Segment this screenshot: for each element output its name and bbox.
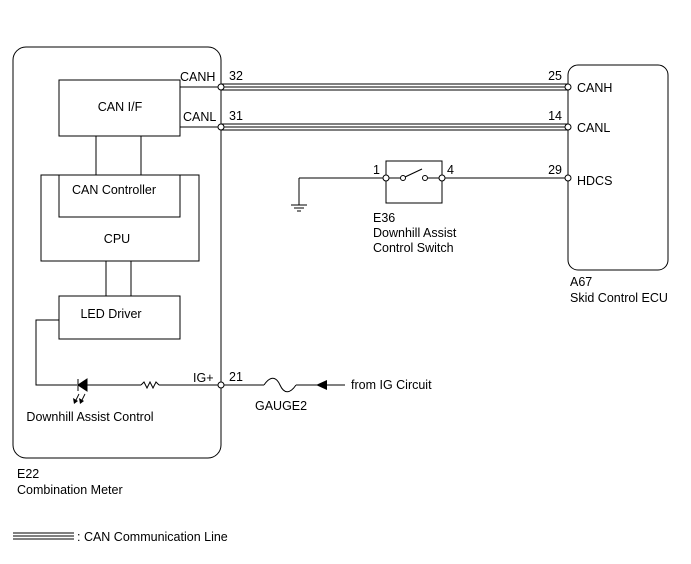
ecu-code: A67 [570,275,592,289]
can-controller-label: CAN Controller [72,183,156,197]
cpu-label: CPU [104,232,130,246]
meter-ig-pin: 21 [229,370,243,384]
ecu-name: Skid Control ECU [570,291,668,305]
can-if-block [58,79,181,137]
legend-label: : CAN Communication Line [77,530,228,544]
switch-name-line1: Downhill Assist [373,226,457,240]
meter-ig-name: IG+ [193,371,214,385]
ecu-canl-name: CANL [577,121,610,135]
meter-ig-terminal [217,381,225,389]
ecu-hdcs-terminal [564,174,572,182]
meter-canl-name: CANL [183,110,216,124]
meter-code: E22 [17,467,39,481]
can-l-line [221,123,568,131]
ecu-hdcs-pin: 29 [548,163,562,177]
can-controller-block [58,174,181,218]
switch-pin1-terminal [382,174,390,182]
can-h-line [221,83,568,91]
switch-pin-left: 1 [373,163,380,177]
ecu-canh-terminal [564,83,572,91]
switch-pin-right: 4 [447,163,454,177]
led-icon [73,378,141,404]
arrow-left-icon [316,380,327,390]
meter-canh-name: CANH [180,70,215,84]
ground-icon [291,204,307,212]
can-if-label: CAN I/F [98,100,143,114]
ecu-hdcs-name: HDCS [577,174,612,188]
led-driver-label: LED Driver [80,307,141,321]
led-driver-block [58,295,181,340]
led-driver-output-wire [35,319,77,386]
indicator-label: Downhill Assist Control [26,410,153,424]
ecu-canh-name: CANH [577,81,612,95]
ecu-canl-terminal [564,123,572,131]
fuse-label: GAUGE2 [255,399,307,413]
skid-control-ecu-box [567,64,669,271]
ecu-canl-pin: 14 [548,109,562,123]
switch-pin4-terminal [438,174,446,182]
resistor-icon [140,380,160,390]
fuse-icon [263,377,297,393]
meter-canh-terminal [217,83,225,91]
switch-name-line2: Control Switch [373,241,454,255]
downhill-switch-box [385,160,443,204]
meter-canl-terminal [217,123,225,131]
switch-icon [386,168,442,181]
ecu-canh-pin: 25 [548,69,562,83]
meter-canh-pin: 32 [229,69,243,83]
meter-canl-pin: 31 [229,109,243,123]
meter-name: Combination Meter [17,483,123,497]
legend-can-line-icon [13,532,74,540]
switch-code: E36 [373,211,395,225]
ig-source-label: from IG Circuit [351,378,432,392]
